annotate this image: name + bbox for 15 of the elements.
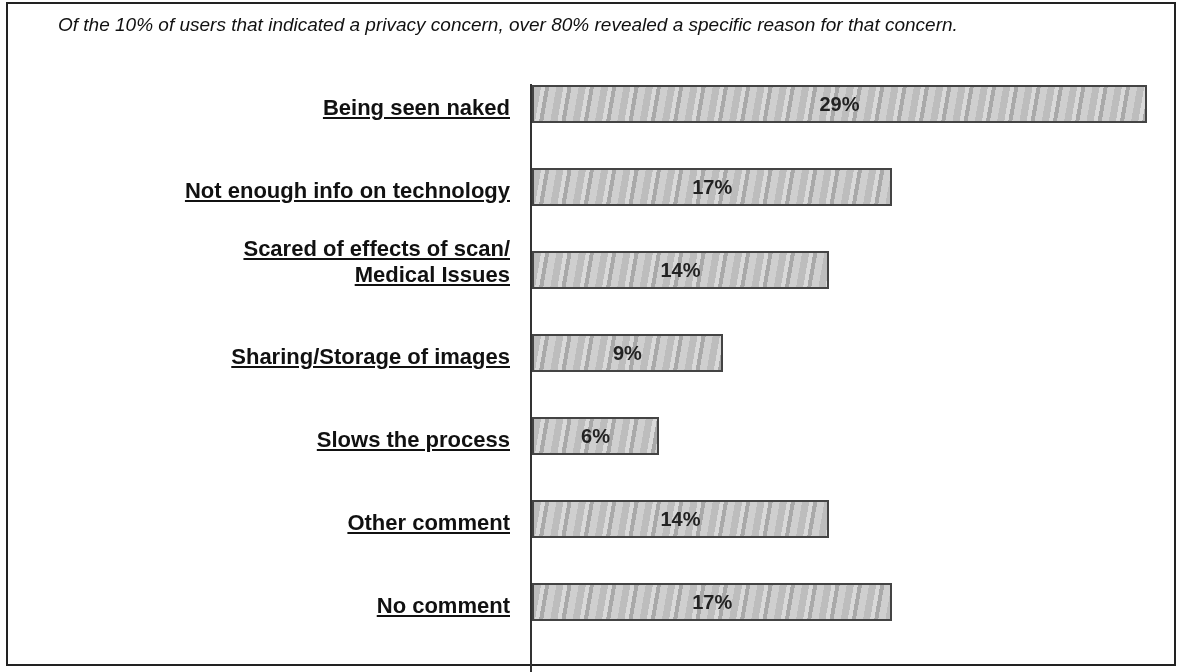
category-label: No comment (375, 593, 510, 619)
category-label: Other comment (346, 510, 510, 536)
value-label: 14% (660, 507, 701, 531)
chart-title: Of the 10% of users that indicated a privacy concern, over 80% revealed a specific reason for that concern. (58, 13, 958, 37)
value-label: 14% (660, 258, 701, 282)
value-label: 17% (692, 590, 733, 614)
value-label: 17% (692, 175, 733, 199)
category-label: Sharing/Storage of images (230, 344, 510, 370)
value-label: 6% (581, 424, 610, 448)
category-label: Not enough info on technology (183, 178, 510, 204)
value-label: 9% (612, 341, 642, 365)
category-label: Being seen naked (321, 95, 510, 121)
value-label: 29% (819, 92, 860, 116)
category-label: Scared of effects of scan/ Medical Issues (242, 236, 510, 288)
category-label: Slows the process (315, 427, 510, 453)
